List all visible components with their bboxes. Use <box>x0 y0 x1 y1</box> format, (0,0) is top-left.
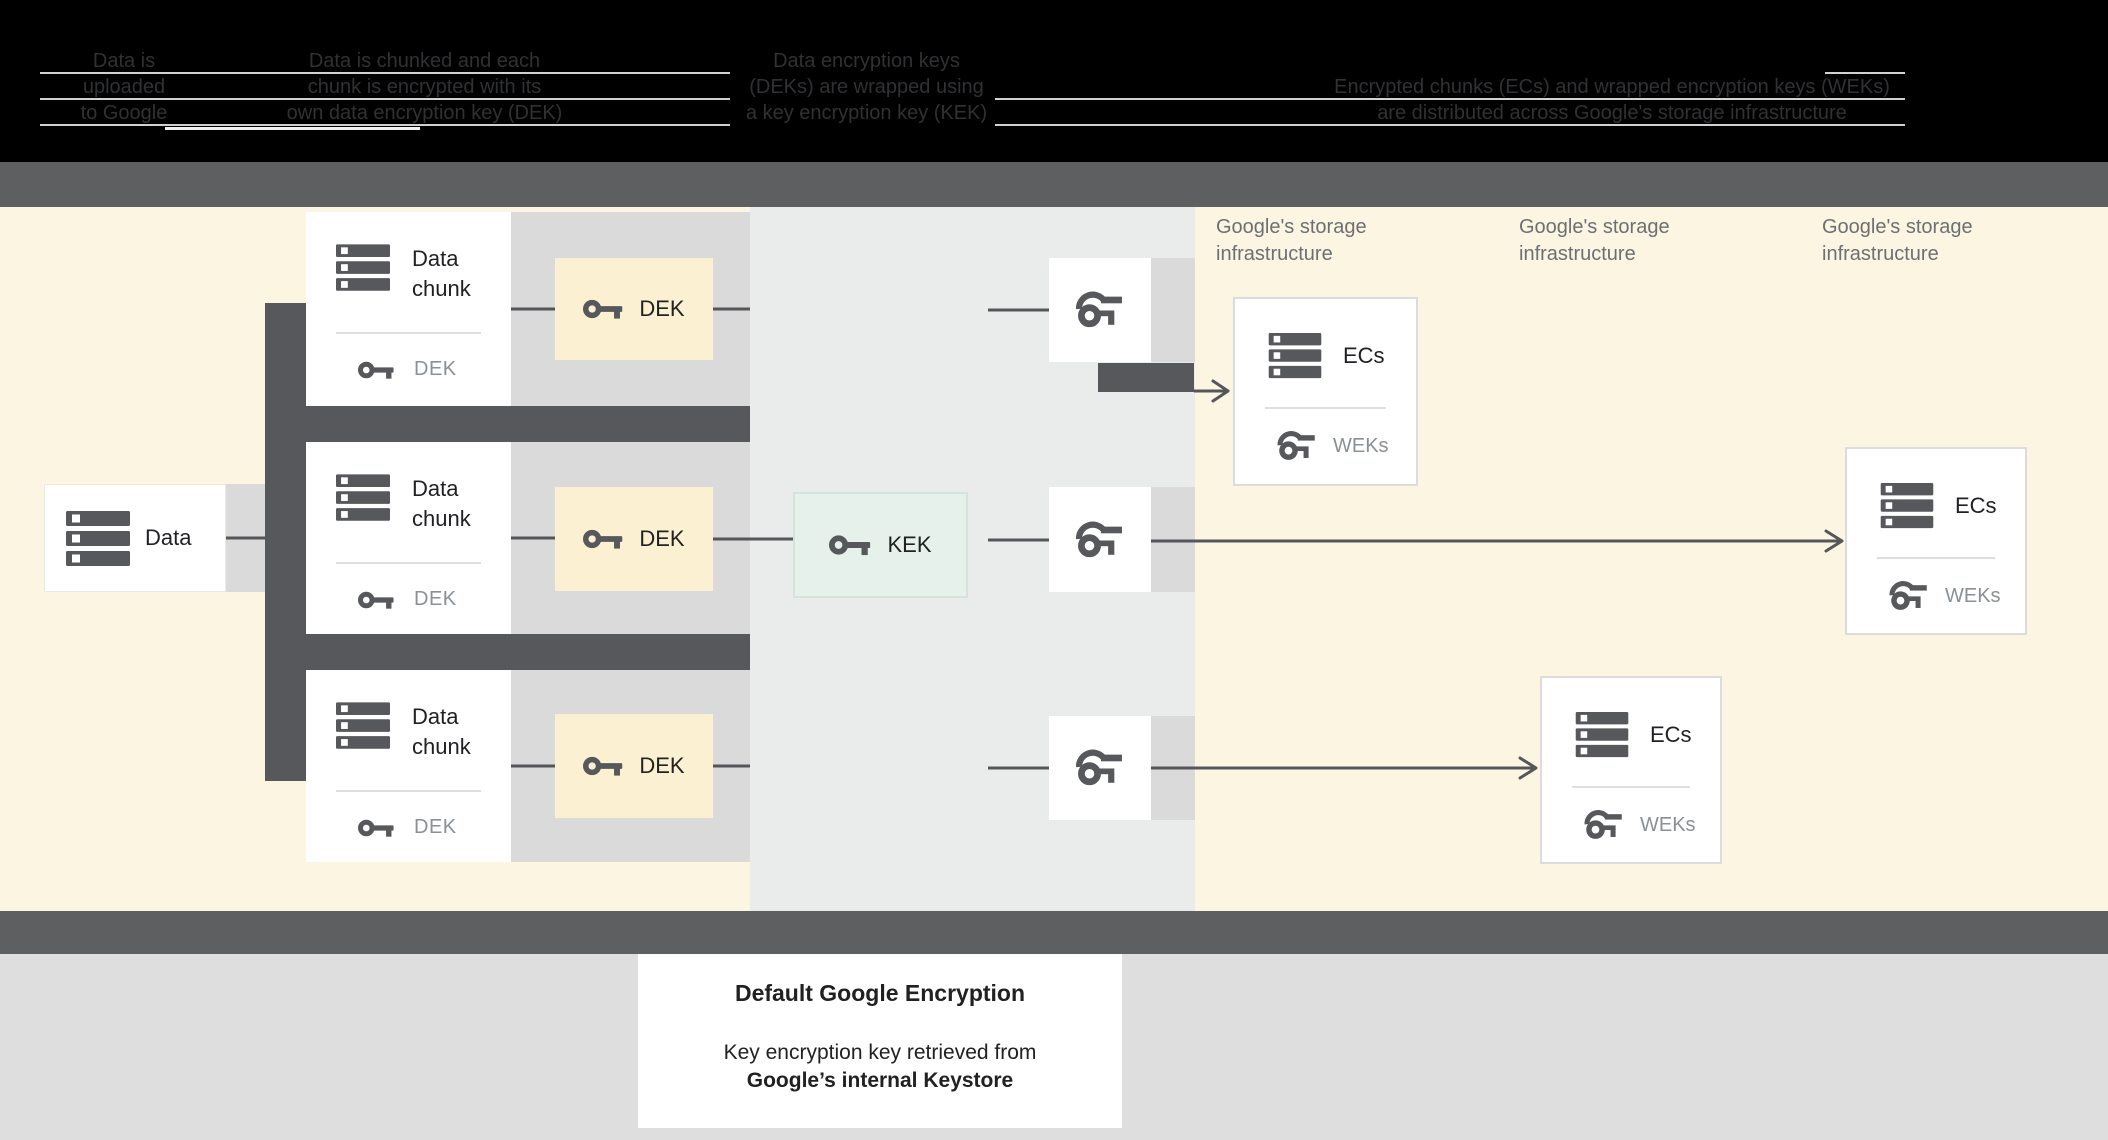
caption-text: are distributed across Google's storage … <box>1377 102 1847 124</box>
storage-infrastructure-label: Google's storage infrastructure <box>1216 214 1367 268</box>
bottom-divider-band <box>0 911 2108 954</box>
storage-label-line: Google's storage <box>1822 216 1973 238</box>
chunk-key-row: DEK <box>306 334 511 381</box>
storage-label-line: Google's storage <box>1519 216 1670 238</box>
ecs-box: ECs WEKs <box>1845 447 2027 635</box>
server-icon <box>65 511 131 567</box>
divider <box>336 562 481 564</box>
storage-label-line: infrastructure <box>1216 243 1333 265</box>
ecs-box: ECs WEKs <box>1540 676 1722 864</box>
data-box-label: Data <box>145 525 192 550</box>
key-box-strip <box>1151 716 1195 820</box>
caption-distribution: Encrypted chunks (ECs) and wrapped encry… <box>1302 74 1922 126</box>
key-box-strip <box>1151 258 1195 362</box>
caption-chunking: Data is chunked and each chunk is encryp… <box>252 48 597 126</box>
divider <box>336 332 481 334</box>
header-black-band <box>0 0 2108 162</box>
caption-text: Data encryption keys <box>773 50 960 72</box>
data-box-strip <box>226 484 265 592</box>
caption-text: to Google <box>80 102 168 124</box>
dek-box: DEK <box>555 487 713 591</box>
storage-label-line: infrastructure <box>1519 243 1636 265</box>
dek-label: DEK <box>639 753 685 778</box>
storage-infrastructure-label: Google's storage infrastructure <box>1822 214 1973 268</box>
chunk-title: Data chunk <box>412 476 471 531</box>
data-chunk-box: Data chunk DEK <box>306 442 511 634</box>
ecs-title: ECs <box>1955 493 1997 518</box>
row-separator-bar <box>265 634 750 670</box>
kek-box: KEK <box>793 492 968 598</box>
caption-text: (DEKs) are wrapped using <box>749 76 984 98</box>
wrapped-key-box <box>1049 716 1151 820</box>
caption-wrapping: Data encryption keys (DEKs) are wrapped … <box>694 48 1039 126</box>
fork-bar <box>265 303 306 781</box>
chunk-key-label: DEK <box>414 358 457 380</box>
header-line <box>165 127 420 130</box>
data-chunk-box: Data chunk DEK <box>306 212 511 406</box>
dek-box: DEK <box>555 714 713 818</box>
ecs-box: ECs WEKs <box>1233 297 1418 486</box>
key-box-strip <box>1151 487 1195 592</box>
ecs-title: ECs <box>1343 343 1385 368</box>
divider <box>1572 786 1690 788</box>
storage-infrastructure-label: Google's storage infrastructure <box>1519 214 1670 268</box>
caption-panel-line: Key encryption key retrieved from <box>723 1041 1037 1064</box>
wrapped-key-box <box>1049 258 1151 362</box>
chunk-title: Data chunk <box>412 704 471 759</box>
caption-text: a key encryption key (KEK) <box>745 102 988 124</box>
divider <box>1265 407 1386 409</box>
kek-label: KEK <box>887 532 932 557</box>
chunk-head: Data chunk <box>306 212 511 304</box>
wek-transfer-bar <box>1098 363 1194 392</box>
caption-text: uploaded <box>82 76 166 98</box>
header-line <box>40 72 730 74</box>
header-line <box>40 124 730 126</box>
caption-text: chunk is encrypted with its <box>307 76 542 98</box>
dek-box: DEK <box>555 258 713 360</box>
chunk-title: Data chunk <box>412 246 471 301</box>
storage-label-line: Google's storage <box>1216 216 1367 238</box>
header-line <box>40 98 730 100</box>
weks-label: WEKs <box>1945 584 2001 607</box>
weks-label: WEKs <box>1333 434 1389 457</box>
row-separator-bar <box>265 406 750 442</box>
divider <box>1877 557 1995 559</box>
chunk-key-label: DEK <box>414 588 457 610</box>
divider <box>336 790 481 792</box>
weks-label: WEKs <box>1640 813 1696 836</box>
wrapped-key-box <box>1049 487 1151 592</box>
storage-label-line: infrastructure <box>1822 243 1939 265</box>
header-line <box>995 124 1905 126</box>
data-box: Data <box>44 484 226 592</box>
dek-label: DEK <box>639 526 685 551</box>
header-line <box>995 98 1905 100</box>
caption-text: Data is <box>92 50 156 72</box>
caption-text: Encrypted chunks (ECs) and wrapped encry… <box>1334 76 1890 98</box>
dek-label: DEK <box>639 296 685 321</box>
caption-panel-line: Google’s internal Keystore <box>746 1069 1014 1092</box>
caption-text: own data encryption key (DEK) <box>286 102 563 124</box>
chunk-key-label: DEK <box>414 816 457 838</box>
caption-text: Data is chunked and each <box>308 50 541 72</box>
data-chunk-box: Data chunk DEK <box>306 670 511 862</box>
caption-panel-title: Default Google Encryption <box>734 980 1026 1006</box>
header-line <box>1825 72 1905 74</box>
caption-upload: Data is uploaded to Google <box>24 48 224 126</box>
ecs-title: ECs <box>1650 722 1692 747</box>
caption-panel: Default Google Encryption Key encryption… <box>638 954 1122 1128</box>
header-divider-band <box>0 162 2108 207</box>
